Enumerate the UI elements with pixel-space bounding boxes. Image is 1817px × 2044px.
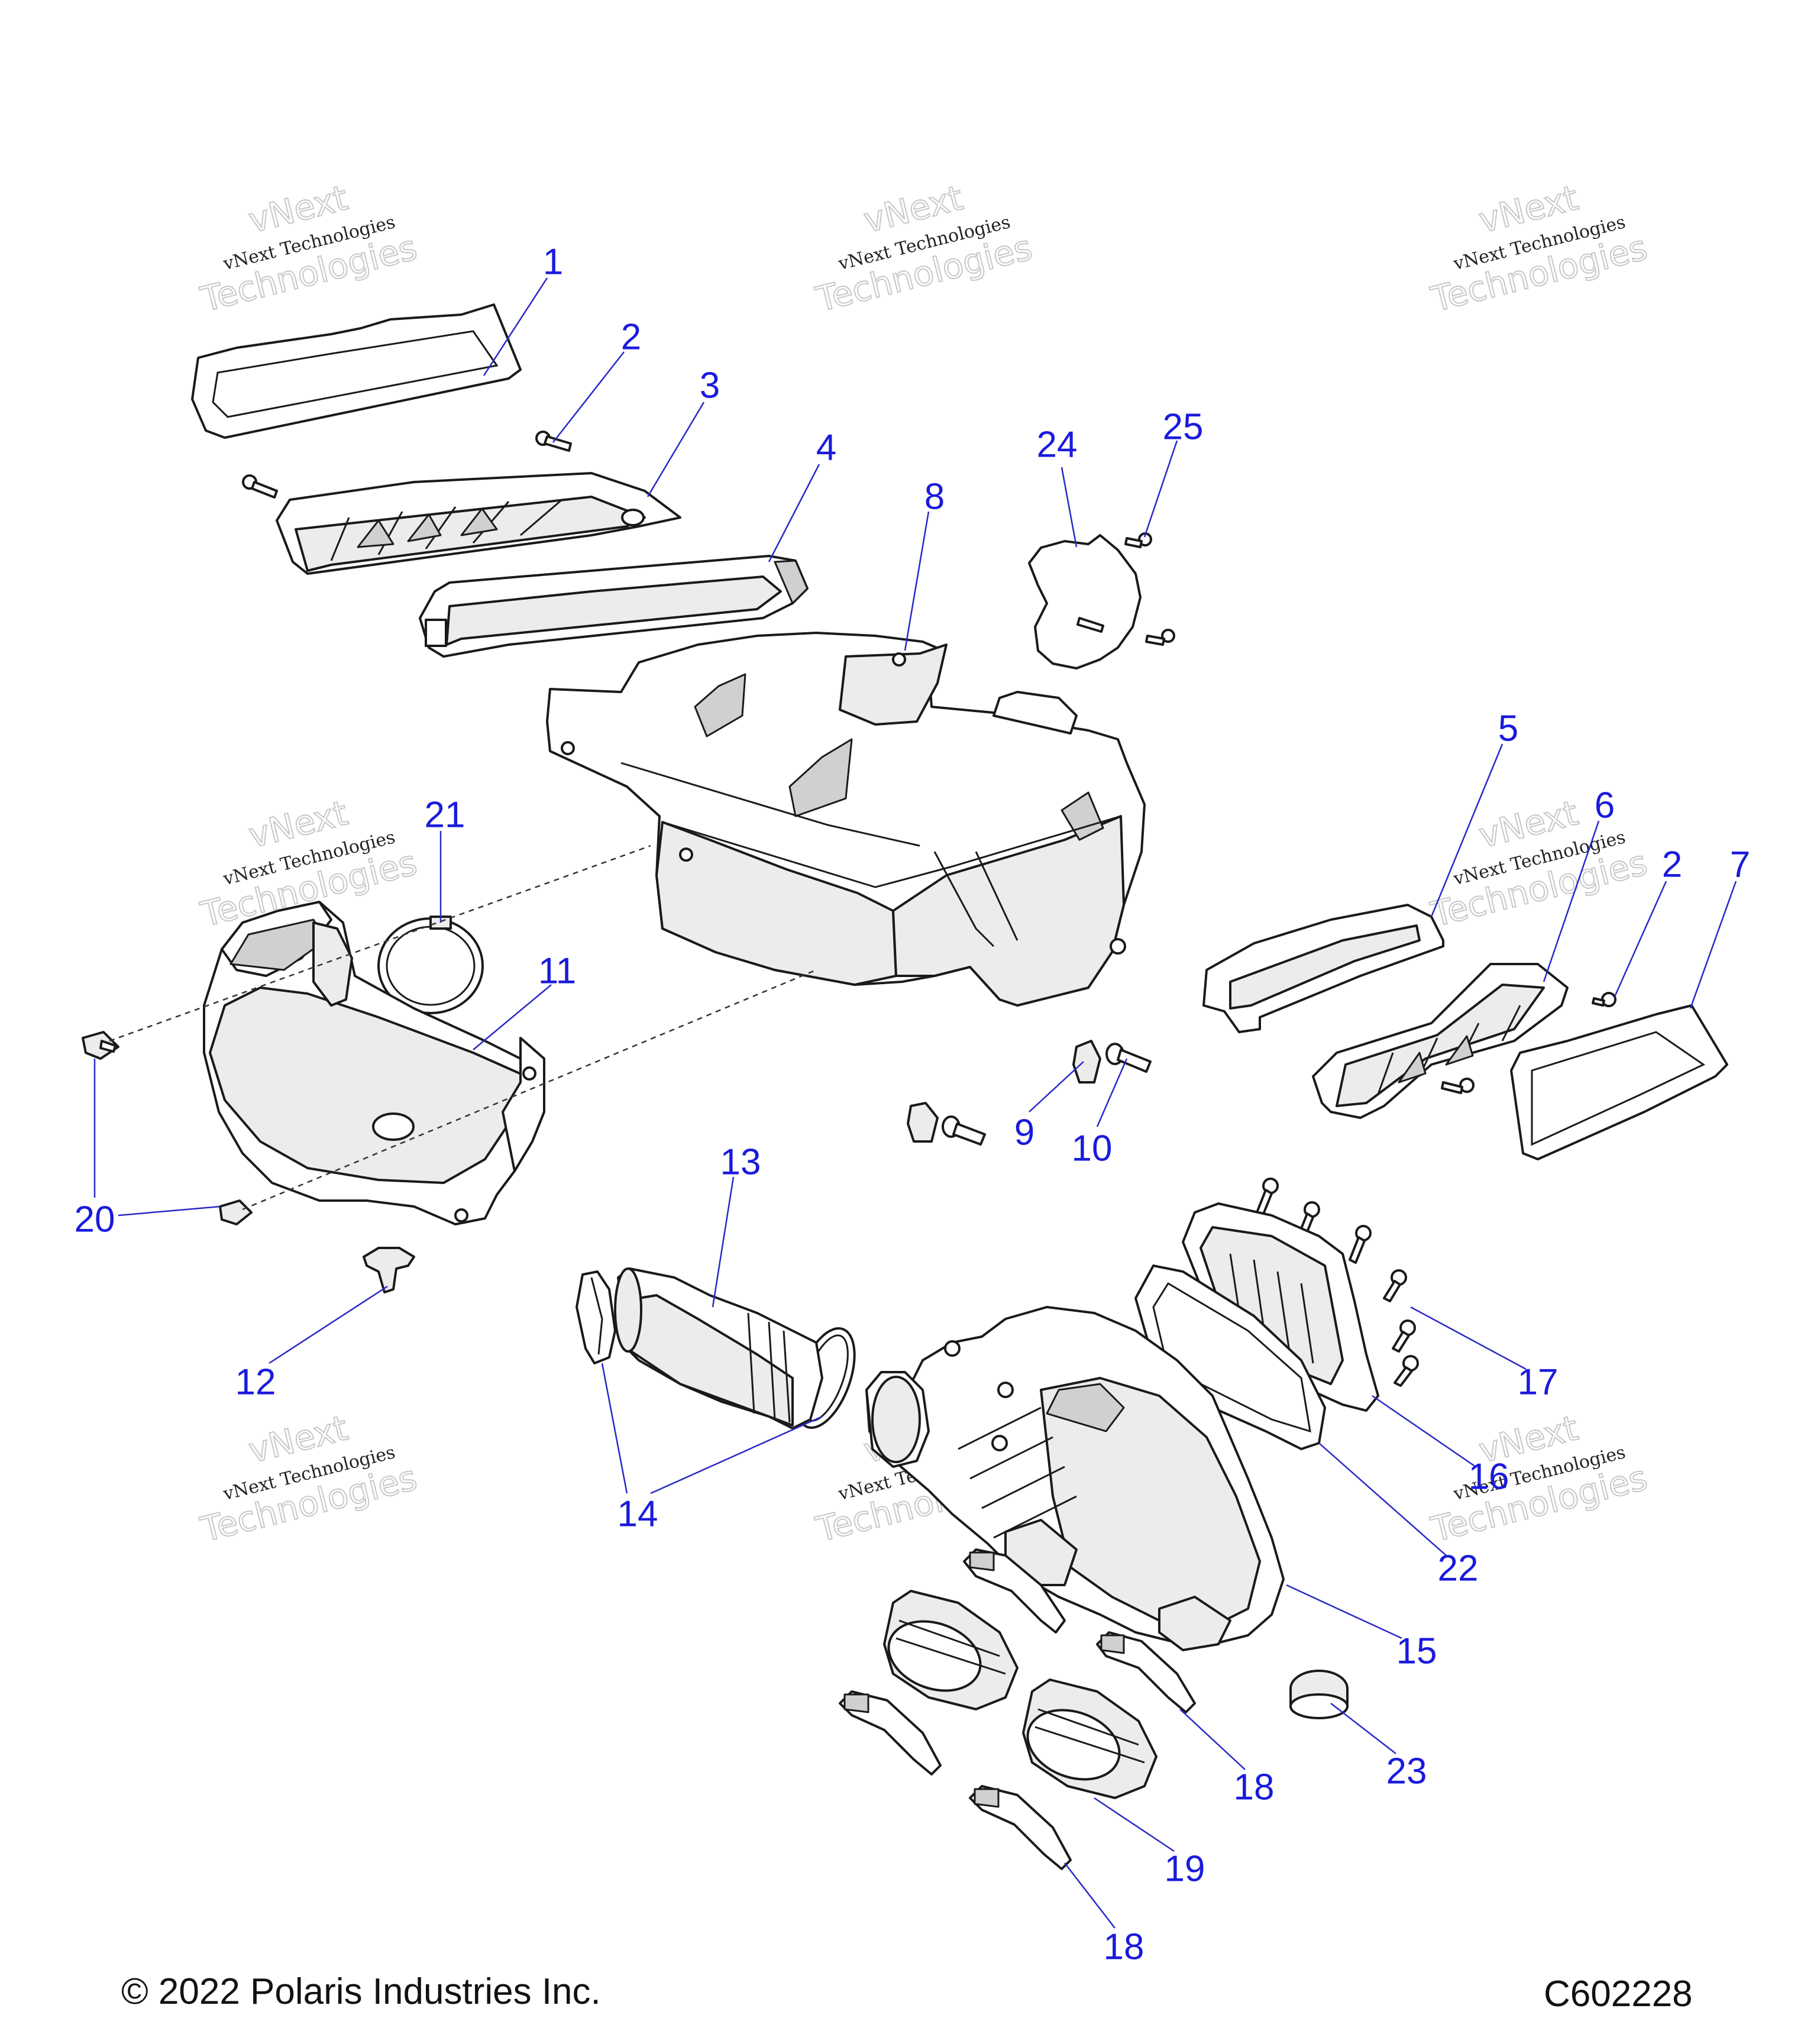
part-18-hose-clamp [963, 1548, 1066, 1634]
callout-label: 25 [1163, 407, 1204, 448]
leader-line [1689, 881, 1737, 1009]
part-12-grommet [363, 1247, 415, 1293]
watermark: vNext vNext Technologies Technologies [811, 177, 1037, 321]
watermark: vNext vNext Technologies Technologies [1427, 177, 1652, 321]
leader-line [1029, 1061, 1084, 1112]
part-19-coupler [1022, 1678, 1158, 1799]
part-2-bolt [535, 431, 572, 452]
part-10-bolt [1105, 1043, 1152, 1073]
leader-line [269, 1285, 388, 1364]
leader-line [646, 402, 705, 497]
part-1-gasket [191, 303, 522, 439]
callout-label: 19 [1165, 1849, 1205, 1890]
callout-label: 10 [1072, 1128, 1113, 1169]
leader-line [1179, 1709, 1246, 1770]
part-4-vent-grille [419, 555, 809, 658]
callout-label: 21 [425, 795, 465, 836]
callout-label: 16 [1469, 1457, 1509, 1498]
leader-line [1064, 1862, 1116, 1929]
part-13-intake-tube [614, 1267, 823, 1429]
callout-label: 20 [75, 1199, 115, 1240]
callout-label: 23 [1386, 1751, 1427, 1792]
callout-label: 12 [235, 1362, 276, 1403]
copyright-notice: © 2022 Polaris Industries Inc. [121, 1971, 601, 2012]
callout-label: 6 [1595, 785, 1615, 826]
part-10-bolt-lower [942, 1115, 986, 1146]
callout-label: 8 [924, 477, 945, 518]
leader-line [1410, 1306, 1527, 1370]
part-24-round-cover [1028, 534, 1142, 670]
callout-label: 18 [1104, 1927, 1144, 1968]
callout-label: 13 [720, 1142, 761, 1183]
callout-label: 14 [617, 1494, 658, 1535]
watermark: vNext vNext Technologies Technologies [196, 1407, 422, 1551]
part-5-side-frame [1202, 904, 1444, 1033]
leader-line [93, 1059, 221, 1217]
leader-line [473, 984, 552, 1050]
leader-line [1318, 1443, 1447, 1556]
watermark: vNext vNext Technologies Technologies [196, 177, 422, 321]
callout-label: 7 [1730, 845, 1750, 885]
part-2-bolt-right-lower [1441, 1078, 1475, 1094]
part-3-vent-grille [276, 472, 681, 575]
callout-label: 24 [1037, 425, 1078, 465]
part-9-clip-nut [907, 1040, 1101, 1143]
callout-label: 5 [1498, 709, 1518, 749]
leader-line [1330, 1703, 1396, 1754]
leader-line [1430, 743, 1504, 917]
leader-line [904, 511, 930, 651]
callout-label: 2 [1662, 845, 1682, 885]
part-11-duct [203, 901, 545, 1225]
leader-line [1061, 467, 1078, 548]
leader-line [1094, 1797, 1175, 1852]
callout-label: 17 [1518, 1362, 1559, 1403]
part-23-cap [1289, 1670, 1349, 1719]
callout-label: 3 [700, 366, 720, 406]
callout-label: 22 [1438, 1548, 1479, 1589]
part-18-hose-clamp [969, 1785, 1072, 1870]
leader-line [1096, 1058, 1128, 1127]
leader-line [1143, 440, 1178, 538]
part-20-push-rivet [82, 1031, 119, 1060]
part-18-hose-clamp [839, 1690, 942, 1775]
callout-label: 4 [816, 428, 836, 468]
leader-line [1286, 1584, 1402, 1639]
leader-line [1614, 881, 1667, 997]
part-25-screw-lower [1145, 629, 1175, 646]
callout-label: 2 [621, 317, 641, 358]
leader-line [712, 1176, 735, 1308]
callout-label: 9 [1014, 1112, 1034, 1153]
leader-line [1372, 1395, 1476, 1468]
leader-line [768, 464, 820, 562]
part-8-upper-airbox [546, 632, 1146, 1007]
watermark: vNext vNext Technologies Technologies [1427, 792, 1652, 936]
leader-line [552, 351, 625, 443]
callout-label: 11 [538, 951, 576, 992]
part-25-screw [1124, 532, 1152, 548]
part-20-push-rivet-lower [219, 1199, 253, 1225]
callout-label: 18 [1234, 1767, 1275, 1808]
alignment-line [242, 969, 817, 1211]
leader-line [601, 1363, 823, 1495]
callout-label: 1 [543, 242, 563, 283]
part-6-vent-grille [1312, 963, 1569, 1119]
leader-line [1543, 820, 1600, 982]
part-7-gasket [1510, 1004, 1728, 1160]
part-19-coupler [883, 1590, 1019, 1710]
part-15-lower-airbox [865, 1306, 1285, 1651]
watermark: vNext vNext Technologies Technologies [1427, 1407, 1652, 1551]
part-18-hose-clamp [1096, 1631, 1196, 1713]
part-14-clamp-left [576, 1270, 616, 1364]
diagram-id: C602228 [1544, 1974, 1693, 2014]
part-2-bolt-lower [242, 474, 278, 499]
callout-label: 15 [1396, 1631, 1437, 1672]
leader-line [483, 277, 548, 376]
part-2-bolt-right [1592, 992, 1616, 1007]
